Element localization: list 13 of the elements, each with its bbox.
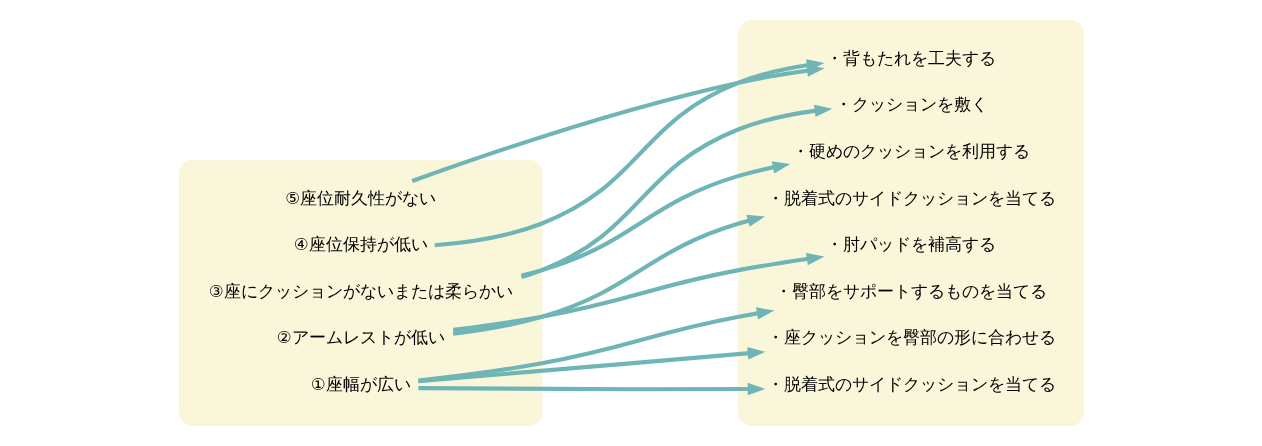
node-text: ・脱着式のサイドクッションを当てる xyxy=(766,188,1056,208)
node-text: ・クッションを敷く xyxy=(834,95,988,115)
node-text: ・臀部をサポートするものを当てる xyxy=(774,281,1047,301)
node-text: ・肘パッドを補高する xyxy=(825,235,996,255)
node-text: ②アームレストが低い xyxy=(276,328,445,348)
node-text: ・座クッションを臀部の形に合わせる xyxy=(766,328,1056,348)
node-text: ④座位保持が低い xyxy=(293,235,428,255)
node-text: ⑤座位耐久性がない xyxy=(284,188,436,208)
node-text: ③座にクッションがないまたは柔らかい xyxy=(208,281,513,301)
node-text: ・硬めのクッションを利用する xyxy=(791,142,1030,162)
node-text: ・脱着式のサイドクッションを当てる xyxy=(766,375,1056,395)
node-text: ①座幅が広い xyxy=(310,375,411,395)
node-text: ・背もたれを工夫する xyxy=(825,48,996,68)
